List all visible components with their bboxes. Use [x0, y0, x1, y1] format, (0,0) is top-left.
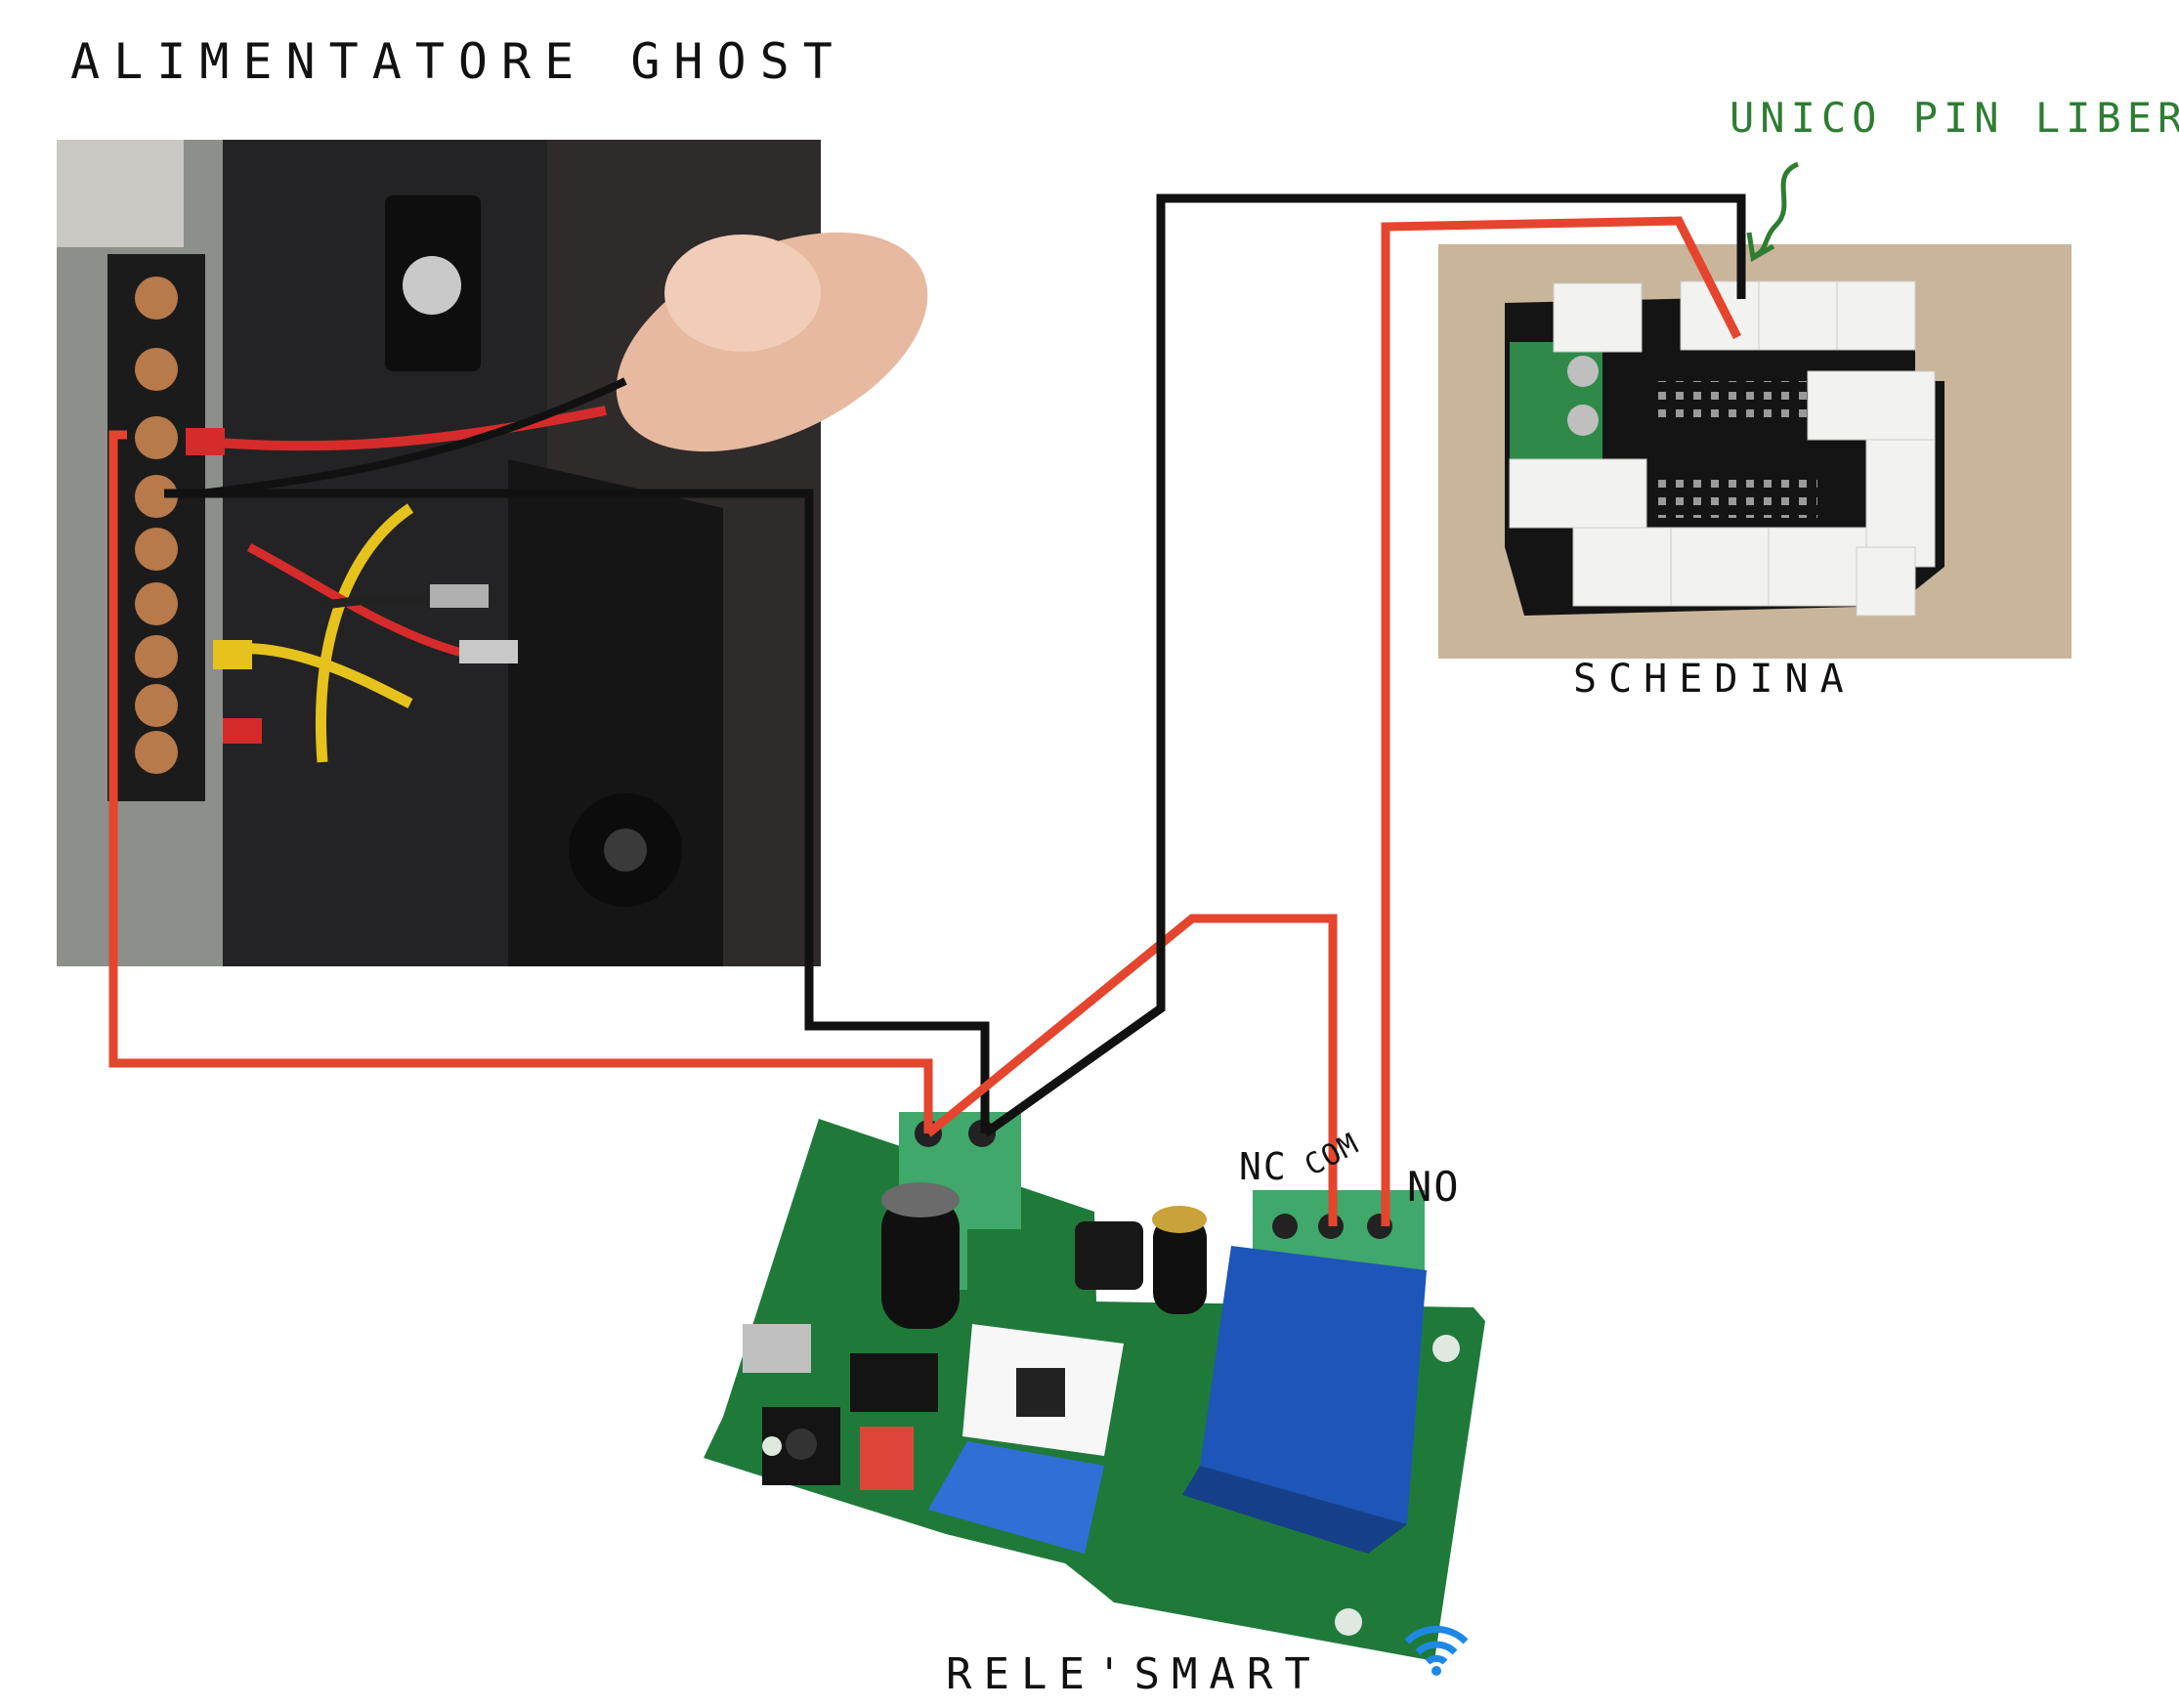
wifi-icon	[1404, 1625, 1469, 1676]
wire-red-psu-to-relay	[108, 430, 933, 1133]
wire-black-relay-to-board	[982, 193, 1746, 1137]
free-pin-note: UNICO PIN LIBERO	[1730, 94, 2179, 142]
psu-title: ALIMENTATORE GHOST	[70, 33, 846, 90]
relay-title: RELE'SMART	[946, 1649, 1322, 1699]
board-title: SCHEDINA	[1573, 657, 1856, 702]
wire-red-relay-in-to-com	[925, 914, 1338, 1226]
curved-arrow-icon	[1746, 161, 1800, 262]
board-photo	[1438, 244, 2072, 659]
psu-photo	[57, 140, 928, 966]
psu-terminal-screws	[135, 277, 178, 774]
relay-board	[704, 1112, 1485, 1661]
board-connectors	[1509, 280, 1936, 617]
terminal-nc-label: NC	[1239, 1145, 1288, 1188]
wire-black-psu-to-relay	[164, 489, 990, 1133]
terminal-no-label: NO	[1407, 1163, 1461, 1211]
wire-red-no-to-board	[1381, 216, 1742, 1226]
